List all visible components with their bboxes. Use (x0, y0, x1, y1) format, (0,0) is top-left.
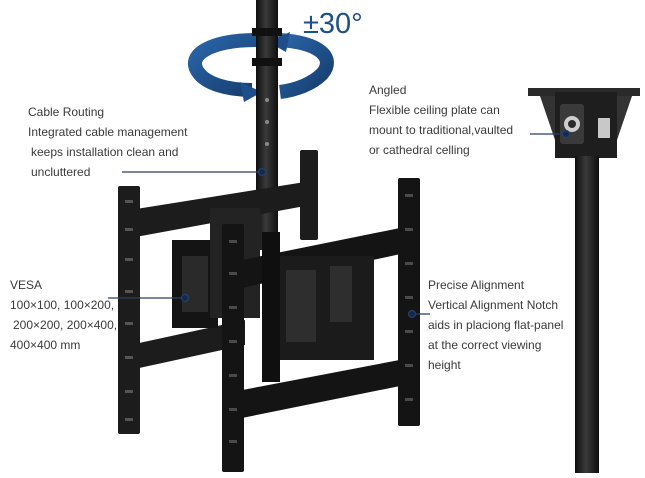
vesa-line-3: 400×400 mm (10, 338, 81, 352)
vesa-line-2: 200×200, 200×400, (13, 318, 118, 332)
alignment-line-4: height (428, 358, 461, 372)
front-tv-frame (222, 178, 420, 472)
cable-routing-line-1: Integrated cable management (28, 125, 188, 139)
alignment-title: Precise Alignment (428, 278, 525, 292)
rotation-arrow-icon (188, 32, 334, 102)
angled-annotation: Angled Flexible ceiling plate can mount … (369, 80, 513, 160)
cable-routing-line-3: uncluttered (31, 165, 91, 179)
rotation-angle-label: ±30° (303, 8, 363, 40)
angled-title: Angled (369, 83, 407, 97)
alignment-annotation: Precise Alignment Vertical Alignment Not… (428, 275, 563, 375)
alignment-line-3: at the correct viewing (428, 338, 542, 352)
ceiling-plate-detail (528, 88, 640, 473)
angled-line-3: or cathedral celling (369, 143, 470, 157)
angled-line-2: mount to traditional,vaulted (369, 123, 514, 137)
alignment-line-1: Vertical Alignment Notch (428, 298, 559, 312)
cable-routing-line-2: keeps installation clean and (31, 145, 179, 159)
cable-routing-title: Cable Routing (28, 105, 105, 119)
cable-routing-annotation: Cable Routing Integrated cable managemen… (28, 102, 187, 182)
vesa-line-1: 100×100, 100×200, (10, 298, 115, 312)
vesa-title: VESA (10, 278, 43, 292)
vesa-annotation: VESA 100×100, 100×200, 200×200, 200×400,… (10, 275, 117, 355)
annotation-leaders (108, 129, 571, 319)
angled-line-1: Flexible ceiling plate can (369, 103, 500, 117)
alignment-line-2: aids in placiong flat-panel (428, 318, 564, 332)
